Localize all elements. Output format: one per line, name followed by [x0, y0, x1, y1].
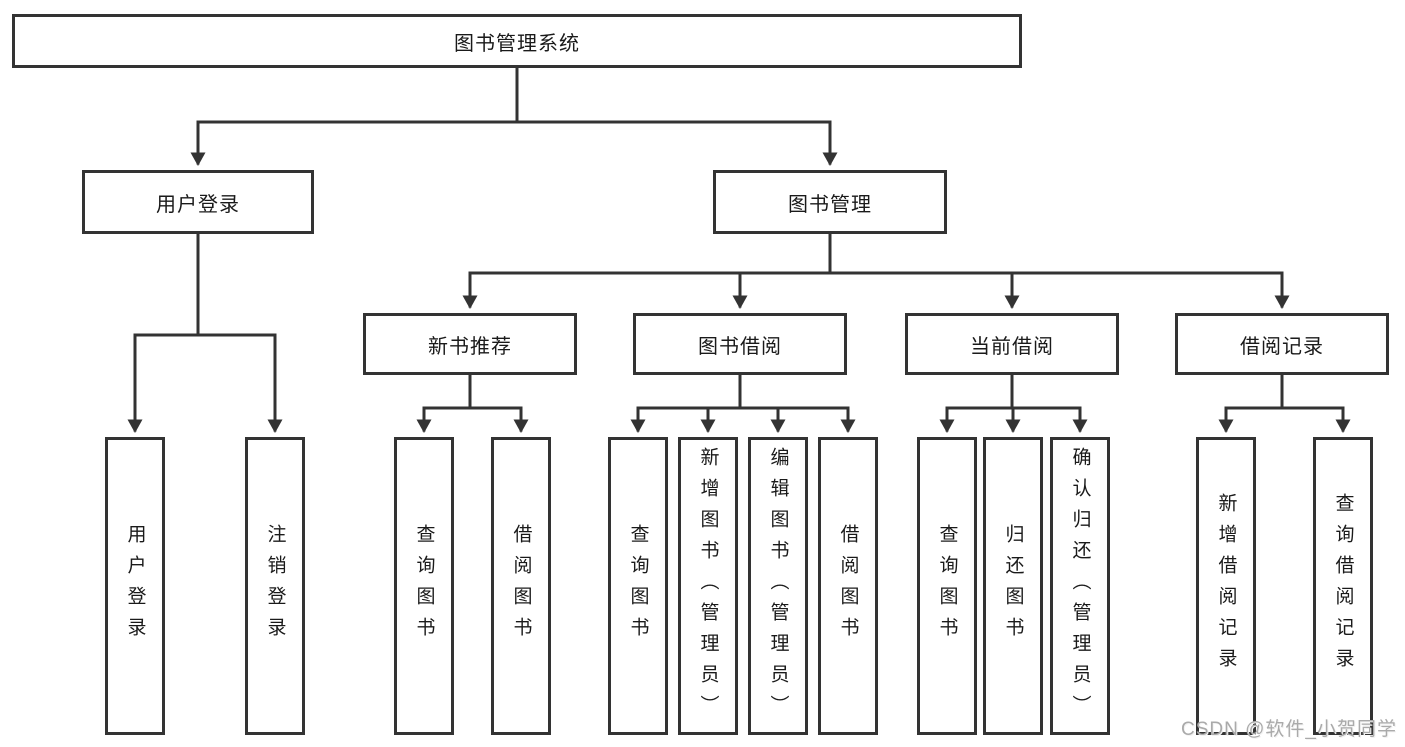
leaf-label: 确认归还（管理员）	[1069, 446, 1091, 726]
leaf-label: 编辑图书（管理员）	[767, 446, 789, 726]
node-label: 图书管理系统	[454, 32, 580, 55]
node-label: 图书借阅	[698, 335, 782, 358]
csdn-watermark: CSDN @软件_小贺同学	[1181, 719, 1397, 740]
leaf-label: 借阅图书	[510, 524, 532, 648]
node-book-borrowing: 图书借阅	[633, 313, 847, 375]
leaf-query-books-3: 查询图书	[917, 437, 977, 735]
node-label: 用户登录	[156, 193, 240, 216]
leaf-add-borrow-record: 新增借阅记录	[1196, 437, 1256, 735]
node-book-management: 图书管理	[713, 170, 947, 234]
leaf-label: 查询图书	[413, 524, 435, 648]
leaf-user-login: 用户登录	[105, 437, 165, 735]
node-new-book-recommend: 新书推荐	[363, 313, 577, 375]
node-borrow-records: 借阅记录	[1175, 313, 1389, 375]
leaf-query-books-1: 查询图书	[394, 437, 454, 735]
leaf-label: 新增图书（管理员）	[697, 446, 719, 726]
leaf-borrow-books-2: 借阅图书	[818, 437, 878, 735]
leaf-add-book-admin: 新增图书（管理员）	[678, 437, 738, 735]
leaf-edit-book-admin: 编辑图书（管理员）	[748, 437, 808, 735]
leaf-confirm-return-admin: 确认归还（管理员）	[1050, 437, 1110, 735]
leaf-logout: 注销登录	[245, 437, 305, 735]
node-user-login: 用户登录	[82, 170, 314, 234]
node-current-borrowing: 当前借阅	[905, 313, 1119, 375]
leaf-label: 查询图书	[936, 524, 958, 648]
leaf-label: 用户登录	[124, 524, 146, 648]
node-label: 新书推荐	[428, 335, 512, 358]
leaf-label: 注销登录	[264, 524, 286, 648]
leaf-return-books: 归还图书	[983, 437, 1043, 735]
node-label: 借阅记录	[1240, 335, 1324, 358]
node-label: 图书管理	[788, 193, 872, 216]
node-library-system-root: 图书管理系统	[12, 14, 1022, 68]
leaf-label: 归还图书	[1002, 524, 1024, 648]
leaf-query-borrow-record: 查询借阅记录	[1313, 437, 1373, 735]
leaf-label: 查询图书	[627, 524, 649, 648]
leaf-borrow-books-1: 借阅图书	[491, 437, 551, 735]
leaf-label: 借阅图书	[837, 524, 859, 648]
leaf-label: 查询借阅记录	[1332, 493, 1354, 679]
node-label: 当前借阅	[970, 335, 1054, 358]
leaf-label: 新增借阅记录	[1215, 493, 1237, 679]
leaf-query-books-2: 查询图书	[608, 437, 668, 735]
